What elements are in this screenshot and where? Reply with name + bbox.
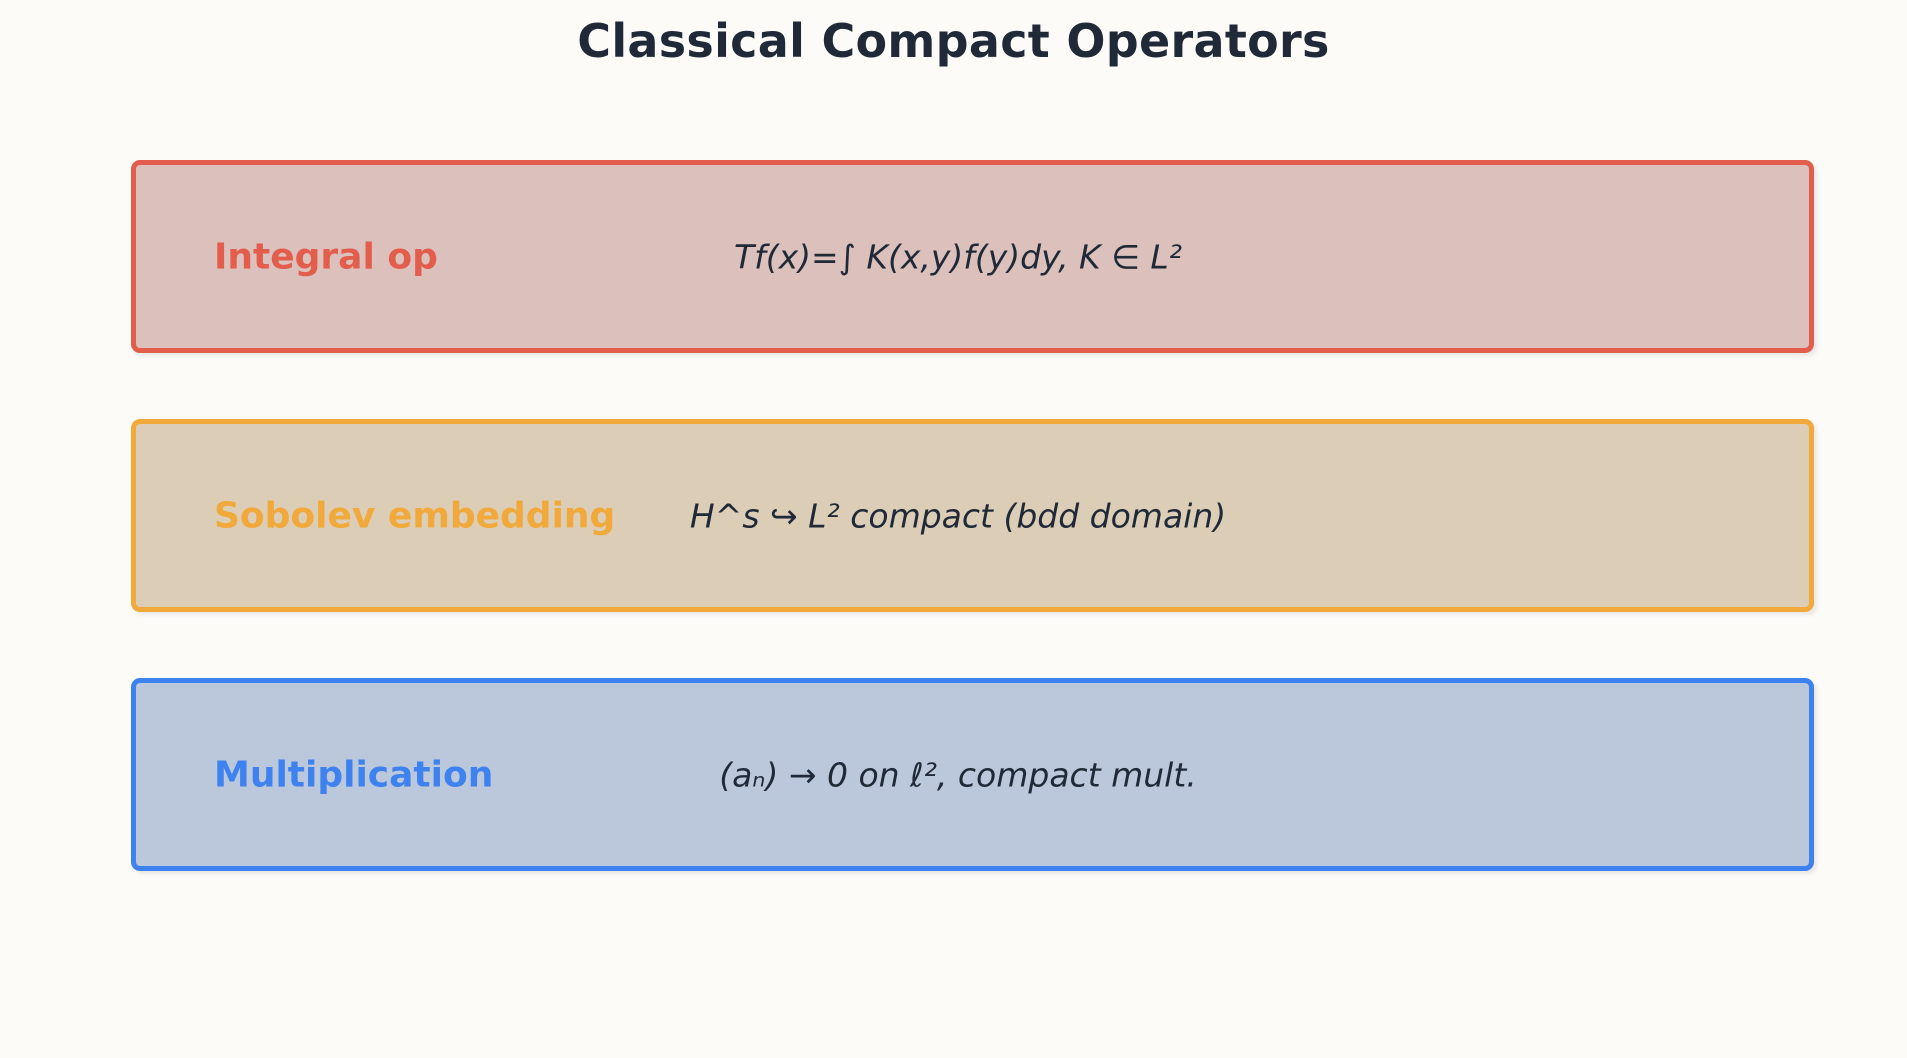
operator-card-multiplication: Multiplication (aₙ) → 0 on ℓ², compact m…	[131, 678, 1814, 871]
page-title: Classical Compact Operators	[577, 14, 1330, 68]
card-formula: Tf(x)=∫ K(x,y)f(y)dy, K ∈ L²	[733, 237, 1183, 276]
card-label: Sobolev embedding	[214, 495, 616, 536]
card-formula: H^s ↪ L² compact (bdd domain)	[689, 496, 1227, 535]
card-label: Integral op	[214, 236, 438, 277]
card-label: Multiplication	[214, 754, 494, 795]
card-formula: (aₙ) → 0 on ℓ², compact mult.	[719, 755, 1197, 794]
operator-card-integral: Integral op Tf(x)=∫ K(x,y)f(y)dy, K ∈ L²	[131, 160, 1814, 353]
operator-card-sobolev: Sobolev embedding H^s ↪ L² compact (bdd …	[131, 419, 1814, 612]
